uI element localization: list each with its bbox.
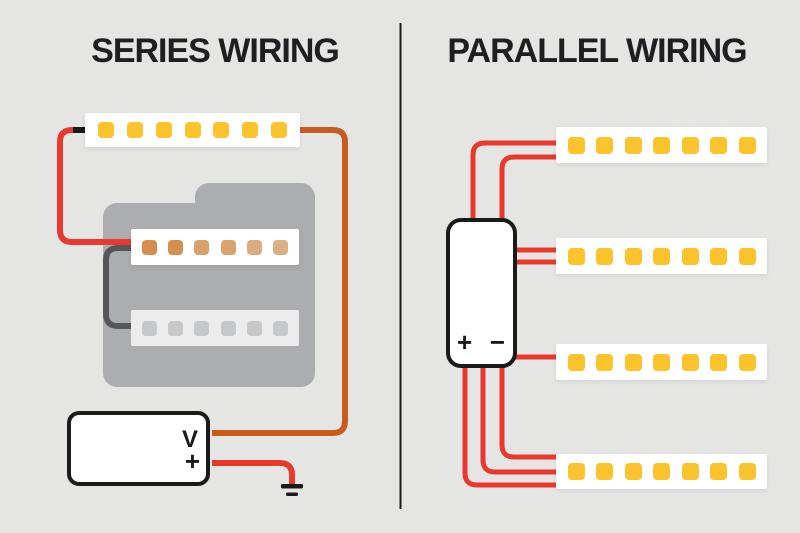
- led-chip: [710, 463, 727, 480]
- led-strip-parallel-3: [556, 344, 767, 380]
- led-strip-series-3: [131, 310, 299, 346]
- series-power-supply: V +: [67, 411, 210, 486]
- led-chip: [624, 463, 642, 480]
- led-chip: [142, 239, 158, 255]
- led-chip: [624, 136, 642, 154]
- led-strip-parallel-1: [556, 127, 767, 163]
- led-chip: [194, 239, 210, 255]
- led-chip: [653, 463, 670, 480]
- led-chip: [738, 247, 756, 265]
- led-chip: [194, 320, 210, 336]
- led-chip: [220, 239, 236, 255]
- led-chip: [220, 320, 236, 336]
- led-strip-parallel-2: [556, 238, 767, 274]
- led-chip: [653, 136, 670, 154]
- wire-psu-to-strip4-a: [499, 366, 560, 460]
- led-chip: [155, 122, 172, 138]
- wire-psu-to-strip1-a: [470, 140, 560, 220]
- led-chip: [168, 239, 184, 255]
- led-chip: [184, 122, 201, 138]
- parallel-wiring-title: PARALLEL WIRING: [447, 32, 747, 70]
- led-strip-series-2: [131, 229, 299, 265]
- psu-positive-terminal-label: +: [184, 446, 200, 476]
- led-chip: [272, 320, 288, 336]
- wire-psu-to-ground: [212, 460, 295, 485]
- led-chip: [596, 247, 613, 265]
- led-chip: [710, 247, 727, 265]
- led-chip: [246, 320, 262, 336]
- led-chip: [142, 320, 158, 336]
- led-chip: [681, 463, 699, 480]
- led-chip: [624, 247, 642, 265]
- led-chip: [126, 122, 143, 138]
- led-chip: [567, 136, 585, 154]
- led-chip: [681, 353, 699, 371]
- led-chip: [624, 353, 642, 371]
- psu-negative-terminal-label: −: [489, 327, 505, 357]
- series-wiring-title: SERIES WIRING: [91, 32, 340, 70]
- wire-strip1-to-strip2: [57, 127, 136, 245]
- led-chip: [567, 247, 585, 265]
- wire-strip2-to-strip3: [103, 245, 136, 329]
- led-chip: [97, 122, 114, 138]
- led-chip: [242, 122, 259, 138]
- led-chip: [596, 463, 613, 480]
- psu-positive-terminal-label: +: [457, 327, 473, 357]
- led-chip: [271, 122, 288, 138]
- led-chip: [653, 247, 670, 265]
- led-chip: [567, 463, 585, 480]
- led-chip: [272, 239, 288, 255]
- led-chip: [681, 247, 699, 265]
- wire-psu-to-strip4-c: [462, 366, 560, 488]
- led-chip: [246, 239, 262, 255]
- led-chip: [681, 136, 699, 154]
- led-chip: [213, 122, 230, 138]
- led-chip: [596, 353, 613, 371]
- led-chip: [738, 463, 756, 480]
- led-chip: [596, 136, 613, 154]
- led-strip-series-1: [85, 113, 300, 147]
- led-chip: [168, 320, 184, 336]
- led-chip: [738, 136, 756, 154]
- parallel-power-supply: + −: [446, 218, 517, 368]
- wire-psu-to-strip4-b: [480, 366, 560, 475]
- led-chip: [710, 136, 727, 154]
- mounting-surface-shape: [103, 183, 315, 387]
- led-chip: [653, 353, 670, 371]
- wire-psu-to-strip1-b: [499, 154, 560, 220]
- led-chip: [738, 353, 756, 371]
- led-strip-parallel-4: [556, 454, 767, 489]
- psu-voltage-terminal-label: V: [181, 426, 198, 453]
- led-chip: [710, 353, 727, 371]
- led-chip: [567, 353, 585, 371]
- ground-symbol-icon: [281, 484, 303, 496]
- wire-strip1-to-psu-v: [212, 127, 348, 436]
